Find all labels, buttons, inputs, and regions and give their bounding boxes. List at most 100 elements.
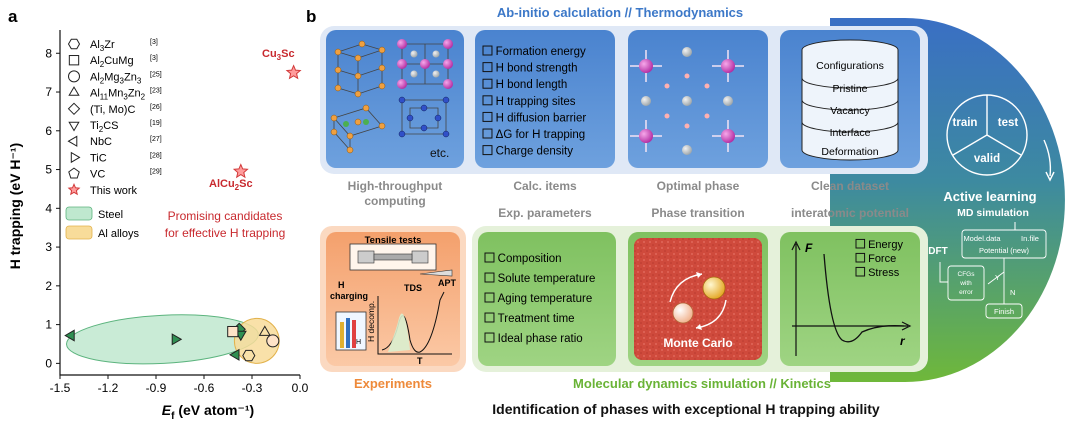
model-data-label: Model.data <box>963 234 1001 243</box>
al-alloys-label: Al alloys <box>98 228 139 240</box>
atom <box>397 39 407 49</box>
caption-computing: computing <box>364 194 425 208</box>
calc-item: H trapping sites <box>496 96 576 108</box>
y-tick-label: 4 <box>45 201 52 215</box>
atom <box>330 128 338 136</box>
atom <box>704 113 710 119</box>
mc-particle-2 <box>672 302 694 324</box>
y-tick-label: 7 <box>45 85 52 99</box>
atom <box>334 84 342 92</box>
atom <box>420 124 428 132</box>
atom <box>639 59 653 73</box>
potential-item: Energy <box>868 239 903 251</box>
steel-region <box>66 314 259 365</box>
legend-label: Ti2CS <box>90 120 119 134</box>
x-tick-label: -0.9 <box>146 381 167 395</box>
atom <box>443 79 453 89</box>
dataset-layer-3: Interface <box>830 127 871 139</box>
caption-phase-transition: Phase transition <box>651 206 744 220</box>
y-tick-label: 6 <box>45 124 52 138</box>
atom <box>358 40 366 48</box>
legend-marker-circle <box>68 70 80 83</box>
apt-label: APT <box>438 278 457 288</box>
atom <box>442 130 450 138</box>
calc-checkbox <box>482 45 493 56</box>
legend-label: VC <box>90 169 105 181</box>
y-tick-label: 5 <box>45 163 52 177</box>
caption-optimal-phase: Optimal phase <box>657 179 740 193</box>
mc-arrowhead-2 <box>696 324 702 330</box>
legend-label: Al2CuMg <box>90 55 134 69</box>
atom <box>641 96 651 106</box>
finish-box <box>985 303 1023 319</box>
dft-label: DFT <box>928 246 947 257</box>
legend-marker-triangle-up <box>68 86 80 96</box>
atom <box>443 39 453 49</box>
atom <box>346 132 354 140</box>
calc-item: H bond length <box>496 79 568 91</box>
etc-label: etc. <box>430 146 449 160</box>
atom <box>442 96 450 104</box>
atom <box>378 46 386 54</box>
atom <box>410 50 418 58</box>
atom <box>721 59 735 73</box>
calc-item: ΔG for H trapping <box>496 129 586 141</box>
finish-label: Finish <box>994 307 1014 316</box>
h-decomp-label: H decomp. <box>366 301 376 342</box>
thermo-band <box>320 26 928 174</box>
legend-label: Al2Mg3Zn3 <box>90 71 142 85</box>
y-tick-label: 8 <box>45 46 52 60</box>
x-tick-label: -1.2 <box>98 381 119 395</box>
kinetics-title: Molecular dynamics simulation // Kinetic… <box>573 376 831 391</box>
legend-marker-triangle-left <box>67 135 78 147</box>
data-point-square <box>227 325 239 338</box>
legend-ref: [27] <box>150 136 162 143</box>
atom <box>346 146 354 154</box>
label-cu3sc: Cu3Sc <box>262 48 295 62</box>
legend-label: (Ti, Mo)C <box>90 104 135 116</box>
n-branch-label: N <box>1010 288 1015 297</box>
atom <box>682 47 692 57</box>
r-label: r <box>900 334 906 348</box>
tensile-tests-label: Tensile tests <box>365 235 422 246</box>
potential-checkbox <box>855 238 866 249</box>
exp-param-item: Solute temperature <box>498 273 596 285</box>
atom <box>420 59 430 69</box>
calc-checkbox <box>482 145 493 156</box>
calc-checkbox <box>482 128 493 139</box>
experiments-illustration <box>335 243 453 355</box>
atom <box>334 66 342 74</box>
legend-marker-pentagon <box>68 167 80 179</box>
atom <box>334 48 342 56</box>
caption-calc-items: Calc. items <box>513 179 577 193</box>
in-file-label: In.file <box>1021 234 1039 243</box>
x-tick-label: -0.6 <box>194 381 215 395</box>
mc-particle-1 <box>702 276 726 300</box>
potential-checkbox <box>855 266 866 277</box>
legend-marker-triangle-down <box>68 121 80 132</box>
potential-curve <box>791 240 912 356</box>
exp-param-checkbox <box>484 272 495 283</box>
data-point-hexagon <box>242 349 256 362</box>
y-tick-label: 1 <box>45 318 52 332</box>
potential-card <box>780 232 920 366</box>
legend-marker-triangle-right <box>70 151 81 164</box>
exp-param-checkbox <box>484 332 495 343</box>
legend-ref: [19] <box>150 120 162 127</box>
atom <box>721 129 735 143</box>
atom <box>362 104 370 112</box>
atom <box>378 82 386 90</box>
calc-checkbox <box>482 95 493 106</box>
thermo-title: Ab-initio calculation // Thermodynamics <box>497 5 743 20</box>
atom <box>420 104 428 112</box>
atom <box>410 70 418 78</box>
atom <box>363 119 369 125</box>
x-tick-label: -0.3 <box>242 381 263 395</box>
steel-label: Steel <box>98 209 123 221</box>
atom <box>354 90 362 98</box>
dataset-layer-1: Pristine <box>832 83 867 95</box>
